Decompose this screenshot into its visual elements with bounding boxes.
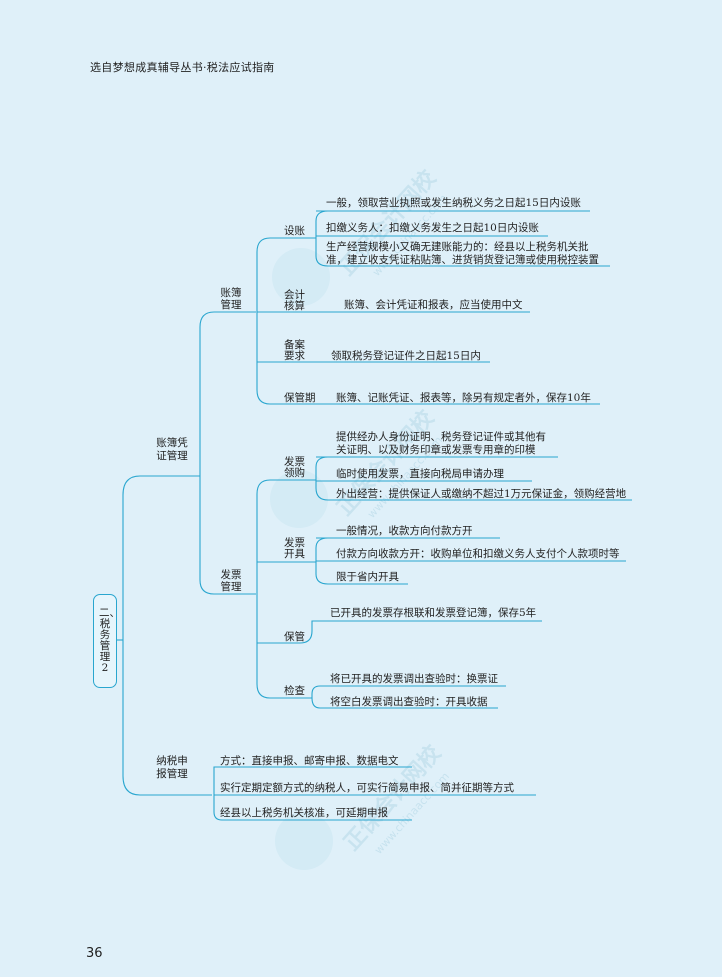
node-issue-l2: 开具: [284, 548, 305, 560]
issue-item-1: 一般情况，收款方向付款方开: [336, 525, 473, 537]
accounting-item: 账簿、会计凭证和报表，应当使用中文: [344, 299, 523, 311]
retention-item: 账簿、记账凭证、报表等，除另有规定者外，保存10年: [336, 392, 591, 404]
inspection-item-2: 将空白发票调出查验时：开具收据: [330, 696, 488, 708]
node-setup: 设账: [284, 225, 305, 237]
setup-item-4: 准，建立收支凭证粘贴簿、进货销货登记簿或使用税控装置: [326, 254, 599, 266]
purchase-item-1: 提供经办人身份证明、税务登记证件或其他有: [336, 431, 546, 443]
purchase-item-3: 临时使用发票，直接向税局申请办理: [336, 468, 504, 480]
branch-invoice: 发票管理: [218, 569, 244, 593]
page-number: 36: [86, 946, 103, 961]
branch-account-voucher: 账簿凭证管理: [155, 437, 189, 463]
branch-filing: 纳税申报管理: [155, 755, 189, 781]
inspection-item-1: 将已开具的发票调出查验时：换票证: [330, 673, 498, 685]
issue-item-2: 付款方向收款方开：收购单位和扣缴义务人支付个人款项时等: [336, 548, 620, 560]
branch-filing-label: 纳税申报管理: [156, 755, 188, 780]
setup-item-3: 生产经营规模小又确无建账能力的：经县以上税务机关批: [326, 241, 589, 253]
node-issue-l1: 发票: [284, 537, 305, 549]
watermark-logo: [272, 248, 330, 306]
setup-item-1: 一般，领取营业执照或发生纳税义务之日起15日内设账: [326, 197, 581, 209]
node-retention: 保管期: [284, 392, 316, 404]
purchase-item-4: 外出经营：提供保证人或缴纳不超过1万元保证金，领购经营地: [336, 488, 627, 500]
branch-account-books-label: 账簿管理: [220, 287, 242, 311]
page-header: 选自梦想成真辅导丛书·税法应试指南: [90, 61, 275, 74]
node-filing-req-l2: 要求: [284, 350, 305, 362]
purchase-item-2: 关证明、以及财务印章或发票专用章的印模: [336, 444, 536, 456]
node-purchase-l1: 发票: [284, 456, 305, 468]
branch-account-voucher-label: 账簿凭证管理: [156, 437, 188, 462]
node-accounting-l2: 核算: [284, 300, 305, 312]
branch-invoice-label: 发票管理: [220, 569, 242, 593]
storage-item: 已开具的发票存根联和发票登记簿，保存5年: [330, 607, 537, 619]
issue-item-3: 限于省内开具: [336, 571, 399, 583]
node-inspection: 检查: [284, 685, 305, 697]
filing-req-item: 领取税务登记证件之日起15日内: [331, 350, 481, 362]
filing-item-2: 实行定期定额方式的纳税人，可实行简易申报、简并征期等方式: [220, 782, 514, 794]
node-purchase-l2: 领购: [284, 467, 305, 479]
filing-item-1: 方式：直接申报、邮寄申报、数据电文: [220, 755, 399, 767]
setup-item-2: 扣缴义务人：扣缴义务发生之日起10日内设账: [326, 222, 539, 234]
node-accounting-l1: 会计: [284, 289, 305, 301]
filing-item-3: 经县以上税务机关核准，可延期申报: [220, 807, 388, 819]
watermark-logo: [275, 812, 333, 870]
node-filing-req-l1: 备案: [284, 339, 305, 351]
root-node-tax-management: 二、税务管理2: [93, 594, 120, 688]
root-label: 二、税务管理2: [99, 607, 120, 674]
node-storage: 保管: [284, 631, 305, 643]
branch-account-books: 账簿管理: [218, 287, 244, 311]
